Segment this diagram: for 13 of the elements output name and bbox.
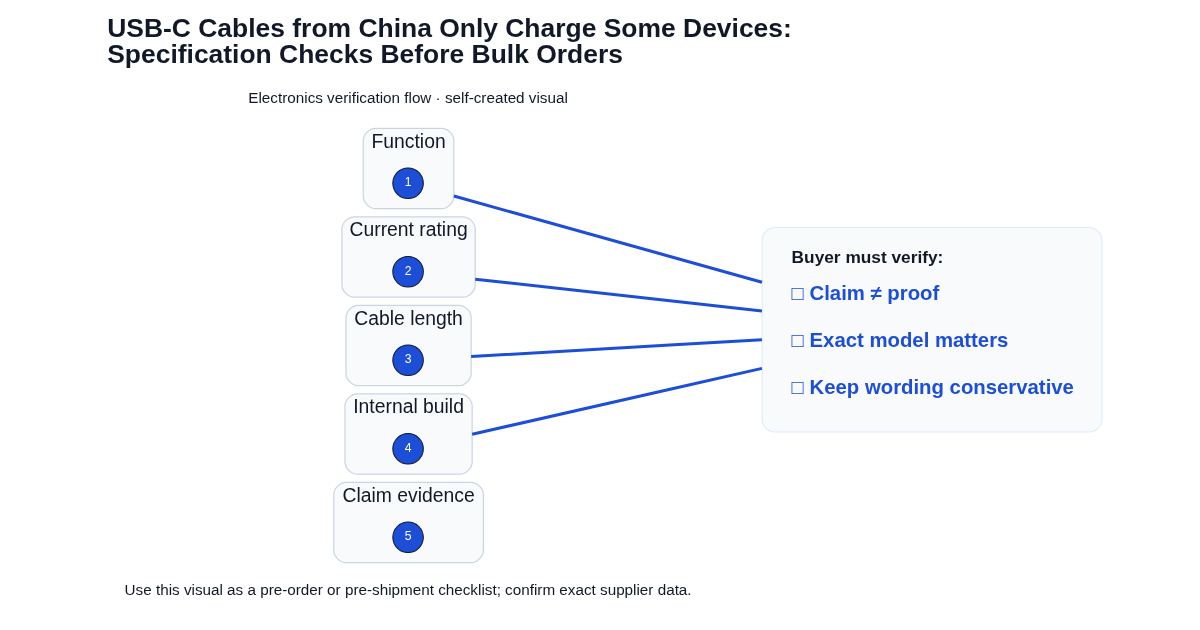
label: Electronics verification flow · self-created visual [247,89,568,107]
node-circle: 4 [391,433,424,465]
node-circle: 1 [391,167,424,199]
caption: Use this visual as a pre-order or pre-shipment checklist; confirm exact supplier data. [124,580,692,598]
connector [471,366,762,436]
node-circle: 2 [391,256,424,288]
node-box: Buyer must verify: □ Claim ≠ proof □ Exact model matters □ Keep wording conservative [761,227,1102,433]
diagram-title: USB-C Cables from China Only Charge Some Devices: Specification Checks Before Bulk Orders [106,12,792,69]
connector [452,194,762,284]
node-circle: 3 [391,344,424,377]
node-circle: 5 [391,521,424,554]
connector [470,338,762,359]
connector [474,277,762,313]
